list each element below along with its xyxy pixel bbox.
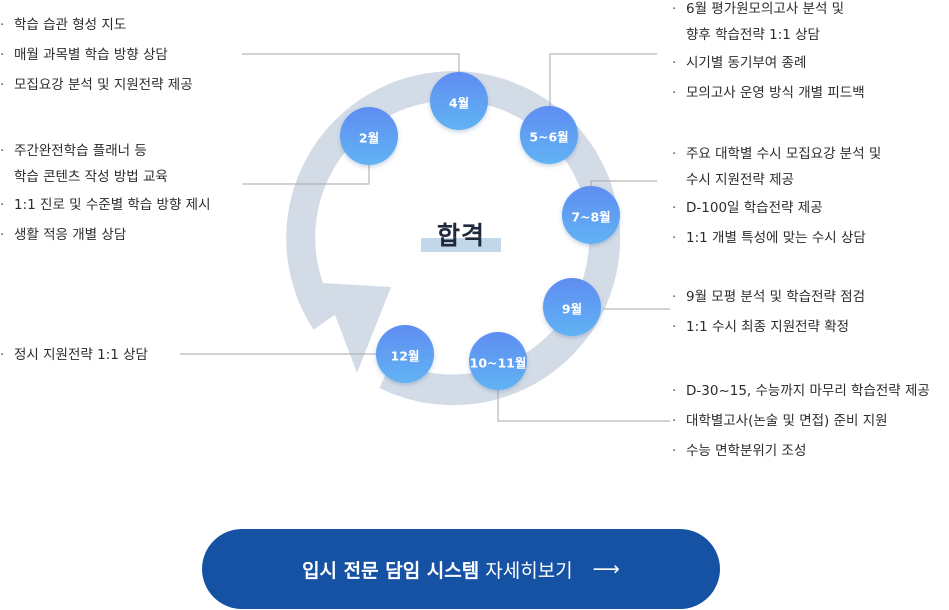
cta-strong-label: 입시 전문 담임 시스템 [302, 559, 480, 582]
list-item: 모집요강 분석 및 지원전략 제공 [0, 70, 193, 100]
milestone-circle-october-november [469, 332, 527, 390]
cta-light-label: 자세히보기 [485, 559, 573, 582]
list-item: 모의고사 운영 방식 개별 피드백 [672, 78, 865, 108]
list-item: 6월 평가원모의고사 분석 및 향후 학습전략 1:1 상담 [672, 0, 865, 48]
list-item-line1: 6월 평가원모의고사 분석 및 [686, 1, 845, 17]
list-item-line2: 학습 콘텐츠 작성 방법 교육 [14, 169, 168, 185]
connector-may-june [549, 53, 657, 106]
list-item-line2: 향후 학습전략 1:1 상담 [686, 27, 820, 43]
connector-february [242, 162, 370, 185]
arrow-right-icon: ⟶ [592, 558, 620, 580]
list-item: D-100일 학습전략 제공 [672, 193, 881, 223]
left-bottom-group: 정시 지원전략 1:1 상담 [0, 340, 148, 370]
right-group-may-june: 6월 평가원모의고사 분석 및 향후 학습전략 1:1 상담 시기별 동기부여 … [672, 0, 865, 108]
system-details-button[interactable]: 입시 전문 담임 시스템 자세히보기 ⟶ [202, 529, 720, 609]
connector-october-november [497, 390, 670, 422]
connector-april [242, 53, 460, 72]
milestone-circle-september [543, 278, 601, 336]
list-item: 9월 모평 분석 및 학습전략 점검 [672, 282, 865, 312]
list-item: 주요 대학별 수시 모집요강 분석 및 수시 지원전략 제공 [672, 139, 881, 193]
list-item: 1:1 개별 특성에 맞는 수시 상담 [672, 223, 881, 253]
cycle-arrowhead [323, 283, 391, 373]
list-item: 생활 적응 개별 상담 [0, 220, 211, 250]
list-item: 매월 과목별 학습 방향 상담 [0, 40, 193, 70]
list-item-line1: 주요 대학별 수시 모집요강 분석 및 [686, 146, 882, 162]
center-label: 합격 [436, 221, 486, 250]
milestone-circle-april [430, 72, 488, 130]
milestone-circle-february [340, 107, 398, 165]
list-item: 수능 면학분위기 조성 [672, 436, 930, 466]
connector-july-august [590, 180, 657, 188]
list-item: 1:1 진로 및 수준별 학습 방향 제시 [0, 190, 211, 220]
list-item: 학습 습관 형성 지도 [0, 10, 193, 40]
milestone-circle-july-august [562, 186, 620, 244]
right-group-october-november: D-30~15, 수능까지 마무리 학습전략 제공 대학별고사(논술 및 면접)… [672, 376, 930, 466]
list-item: D-30~15, 수능까지 마무리 학습전략 제공 [672, 376, 930, 406]
left-top-group: 학습 습관 형성 지도 매월 과목별 학습 방향 상담 모집요강 분석 및 지원… [0, 10, 193, 100]
list-item: 주간완전학습 플래너 등 학습 콘텐츠 작성 방법 교육 [0, 136, 211, 190]
center-highlight-bar [421, 238, 501, 252]
left-mid-group: 주간완전학습 플래너 등 학습 콘텐츠 작성 방법 교육 1:1 진로 및 수준… [0, 136, 211, 250]
right-group-july-august: 주요 대학별 수시 모집요강 분석 및 수시 지원전략 제공 D-100일 학습… [672, 139, 881, 253]
list-item: 정시 지원전략 1:1 상담 [0, 340, 148, 370]
list-item: 1:1 수시 최종 지원전략 확정 [672, 312, 865, 342]
right-group-september: 9월 모평 분석 및 학습전략 점검 1:1 수시 최종 지원전략 확정 [672, 282, 865, 342]
milestone-circle-december [376, 325, 434, 383]
list-item-line1: 주간완전학습 플래너 등 [14, 143, 147, 159]
list-item: 시기별 동기부여 종례 [672, 48, 865, 78]
list-item-line2: 수시 지원전략 제공 [686, 172, 794, 188]
list-item: 대학별고사(논술 및 면접) 준비 지원 [672, 406, 930, 436]
milestone-circle-may-june [520, 106, 578, 164]
